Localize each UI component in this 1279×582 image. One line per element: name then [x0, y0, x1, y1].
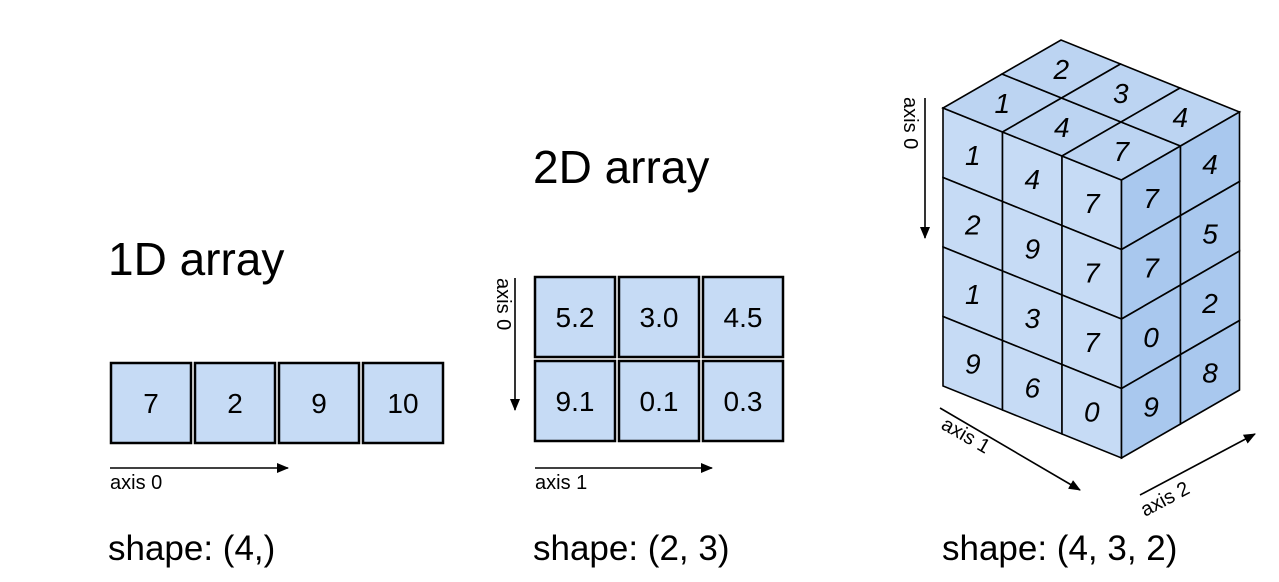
array-1d-cell: [109, 361, 193, 445]
array-2d-cell-value: 4.5: [724, 302, 763, 333]
array-3d-side-cell-value: 9: [1143, 391, 1159, 422]
array-2d-cell: [617, 275, 701, 359]
array-3d-side-cell-value: 2: [1201, 288, 1218, 319]
array-2d-axis1-label: axis 1: [535, 472, 587, 494]
array-2d-cells: 5.2 3.0 4.5 9.1 0.1 0.3: [533, 275, 785, 443]
array-3d-axis2-label: axis 2: [1137, 477, 1193, 521]
array-3d-front-cell-value: 9: [965, 348, 981, 379]
array-2d-axis0-label: axis 0: [492, 278, 514, 330]
array-3d-front-cell-value: 9: [1024, 233, 1040, 264]
array-1d-cell-value: 2: [227, 388, 243, 419]
array-2d-cell: [701, 359, 785, 443]
array-1d-cell-value: 7: [143, 388, 159, 419]
array-1d-group: 1D array 7 2 9 10 axis 0 shape: (4,): [108, 233, 445, 568]
array-3d-front-cell-value: 4: [1024, 164, 1040, 195]
array-3d-cube: 1 4 7 2 9 7 1 3 7 9 6 0 1 2 4 3 7 4 7 4 7 5 0 2 9 8: [941, 39, 1242, 460]
array-3d-group: 1 4 7 2 9 7 1 3 7 9 6 0 1 2 4 3 7 4 7 4 7 5 0 2 9 8 axis 0 axis 1…: [899, 39, 1256, 568]
array-3d-axis1-arrow: [939, 407, 1081, 491]
array-2d-shape: shape: (2, 3): [533, 529, 730, 568]
array-2d-title: 2D array: [533, 141, 709, 193]
array-2d-cell-value: 0.3: [724, 386, 763, 417]
array-1d-shape: shape: (4,): [108, 529, 275, 568]
array-3d-top-cell-value: 4: [1172, 102, 1188, 133]
array-2d-group: 2D array 5.2 3.0 4.5 9.1 0.1 0.3 axis 0 axis …: [492, 141, 785, 568]
array-1d-cell: [193, 361, 277, 445]
array-3d-side-cell-value: 0: [1143, 322, 1159, 353]
array-3d-top-cell-value: 4: [1054, 112, 1070, 143]
array-1d-axis0-label: axis 0: [110, 472, 162, 494]
array-3d-front-cell-value: 0: [1084, 396, 1100, 427]
array-3d-top-cell-value: 2: [1052, 54, 1069, 85]
array-3d-front-cell-value: 7: [1084, 257, 1101, 288]
array-2d-cell-value: 0.1: [640, 386, 679, 417]
array-3d-front-cell-value: 7: [1084, 188, 1101, 219]
array-3d-side-cell: [1179, 319, 1241, 426]
array-3d-axis1-label: axis 1: [938, 413, 994, 458]
array-3d-side-cell-value: 5: [1202, 218, 1218, 249]
array-3d-front-cell-value: 7: [1084, 327, 1101, 358]
array-3d-axis0-label: axis 0: [899, 97, 921, 149]
array-1d-title: 1D array: [108, 233, 284, 285]
array-3d-front-cell-value: 3: [1024, 303, 1040, 334]
array-1d-cells: 7 2 9 10: [109, 361, 445, 445]
array-3d-top-cell-value: 1: [994, 88, 1010, 119]
array-3d-front-cell-value: 6: [1024, 372, 1040, 403]
array-2d-cell: [701, 275, 785, 359]
array-3d-front-cell-value: 1: [965, 140, 981, 171]
array-1d-cell: [361, 361, 445, 445]
array-2d-cell-value: 3.0: [640, 302, 679, 333]
array-2d-cell-value: 9.1: [556, 386, 595, 417]
array-3d-front-cell-value: 1: [965, 279, 981, 310]
array-2d-cell: [533, 359, 617, 443]
array-3d-top-cell-value: 3: [1113, 78, 1129, 109]
array-3d-top-cell-value: 7: [1113, 136, 1130, 167]
array-3d-axis2-arrow: [1139, 433, 1256, 496]
array-3d-side-cell-value: 8: [1202, 357, 1218, 388]
array-1d-cell: [277, 361, 361, 445]
array-3d-shape: shape: (4, 3, 2): [942, 529, 1177, 568]
array-3d-side-cell-value: 7: [1143, 183, 1160, 214]
array-2d-cell-value: 5.2: [556, 302, 595, 333]
array-3d-side-cell-value: 4: [1202, 149, 1218, 180]
array-1d-cell-value: 10: [387, 388, 418, 419]
array-2d-cell: [533, 275, 617, 359]
array-2d-cell: [617, 359, 701, 443]
array-1d-cell-value: 9: [311, 388, 327, 419]
array-3d-front-cell-value: 2: [964, 209, 981, 240]
array-3d-side-cell-value: 7: [1143, 252, 1160, 283]
